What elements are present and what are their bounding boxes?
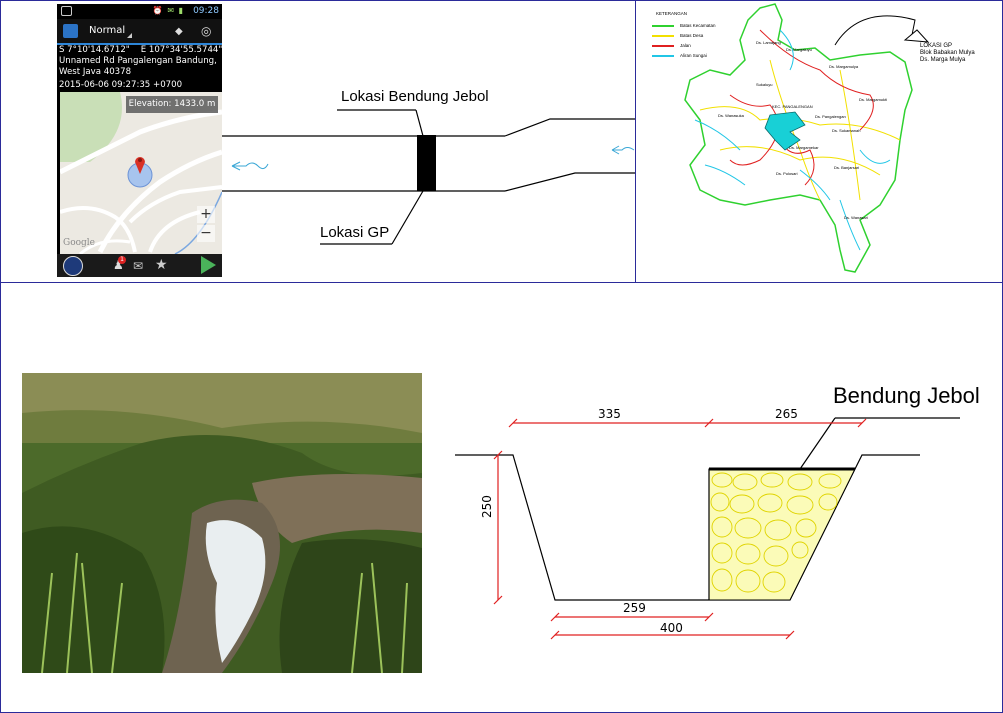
- photo-illustration: [22, 373, 422, 673]
- status-time: 09:28: [193, 6, 219, 16]
- dimension-lines: [493, 418, 867, 640]
- locate-icon[interactable]: ◎: [201, 24, 212, 38]
- mail-icon[interactable]: ✉: [133, 259, 144, 273]
- masonry-fill: [708, 468, 856, 601]
- longitude: E 107°34'55.5744": [140, 45, 222, 55]
- gps-phone-screenshot: ⏰ ✉ ▮ 09:28 Normal ◆ ◎ S 7°10'14.6712" E…: [57, 4, 222, 277]
- location-pin-icon: [135, 157, 145, 174]
- app-toolbar: Normal ◆ ◎: [57, 19, 222, 45]
- address-line-2: West Java 40378: [59, 67, 132, 77]
- site-photo: [22, 373, 422, 673]
- legend-item: Batas Kecamatan: [680, 23, 716, 28]
- label-gp-location: Lokasi GP: [320, 224, 390, 241]
- dropdown-caret-icon: [127, 33, 132, 38]
- village-label: Ds. Wanasari: [844, 215, 868, 220]
- legend-swatch: [652, 55, 674, 57]
- navigation-icon[interactable]: ◆: [175, 26, 183, 37]
- legend-item: Batas Desa: [680, 33, 704, 38]
- label-bendung-location: Lokasi Bendung Jebol: [341, 88, 489, 105]
- village-label: Ds. Wanasuka: [718, 113, 744, 118]
- map-view[interactable]: Elevation: 1433.0 m + − Google: [60, 92, 222, 254]
- village-label: Ds. Margaluyu: [786, 47, 812, 52]
- gp-note-line: Ds. Marga Mulya: [920, 57, 966, 63]
- zoom-in-button[interactable]: +: [197, 206, 215, 223]
- app-icon[interactable]: [63, 24, 78, 38]
- gp-note-line: Blok Babakan Mulya: [920, 50, 975, 56]
- village-label: Sukaluyu: [756, 82, 773, 87]
- village-label: Ds. Margamulya: [829, 64, 859, 69]
- village-label: Ds. Pulosari: [776, 171, 798, 176]
- person-icon[interactable]: ♟: [113, 258, 124, 272]
- legend-swatch: [652, 35, 674, 37]
- star-icon[interactable]: ★: [155, 257, 168, 273]
- zoom-out-button[interactable]: −: [197, 225, 215, 242]
- dimension-label: 400: [660, 621, 683, 635]
- gp-location-note: LOKASI GP Blok Babakan Mulya Ds. Marga M…: [920, 43, 975, 64]
- village-label: Ds. Margamekar: [789, 145, 819, 150]
- legend-swatch: [652, 45, 674, 47]
- legend-item: Aliran Sungai: [680, 53, 707, 58]
- village-label: KEC. PANGALENGAN: [772, 104, 813, 109]
- village-label: Ds. Banjarsari: [834, 165, 860, 170]
- dimension-label: 335: [598, 407, 621, 421]
- dimension-label: 250: [480, 495, 494, 518]
- notification-badge: 1: [118, 256, 126, 264]
- channel-schematic: [222, 109, 635, 245]
- map-mode-select[interactable]: Normal: [89, 25, 126, 36]
- village-label: Ds. Sukamanah: [832, 128, 861, 133]
- cross-section-title: Bendung Jebol: [833, 383, 980, 408]
- masonry-stones: [710, 472, 842, 593]
- coordinates-panel: S 7°10'14.6712" E 107°34'55.5744" Unname…: [57, 45, 222, 85]
- legend-swatch: [652, 25, 674, 27]
- village-label: Ds. Lamajang: [756, 40, 781, 45]
- play-store-icon[interactable]: [201, 256, 216, 274]
- dimension-label: 259: [623, 601, 646, 615]
- district-map: [684, 3, 930, 273]
- village-label: Ds. Pangalengan: [815, 114, 846, 119]
- address-line-1: Unnamed Rd Pangalengan Bandung,: [59, 56, 217, 66]
- map-roads: [60, 92, 222, 254]
- map-brand-logo: Google: [63, 238, 95, 248]
- legend-title: KETERANGAN: [656, 11, 688, 16]
- dimension-label: 265: [775, 407, 798, 421]
- bottom-action-bar: ♟ 1 ✉ ★: [57, 254, 222, 277]
- timestamp: 2015-06-06 09:27:35 +0700: [59, 80, 183, 90]
- status-bar: ⏰ ✉ ▮ 09:28: [57, 4, 222, 18]
- legend-item: Jalan: [680, 43, 691, 48]
- compass-icon[interactable]: [63, 256, 83, 276]
- village-label: Ds. Margamukti: [859, 97, 888, 102]
- weir-block: [417, 135, 436, 191]
- latitude: S 7°10'14.6712": [59, 45, 130, 55]
- gp-note-line: LOKASI GP: [920, 43, 953, 49]
- cross-section: [455, 417, 960, 601]
- flow-arrow-icon: [231, 145, 635, 171]
- elevation-readout: Elevation: 1433.0 m: [126, 96, 218, 113]
- notification-icon: [61, 6, 72, 16]
- status-icons: ⏰ ✉ ▮: [152, 6, 184, 15]
